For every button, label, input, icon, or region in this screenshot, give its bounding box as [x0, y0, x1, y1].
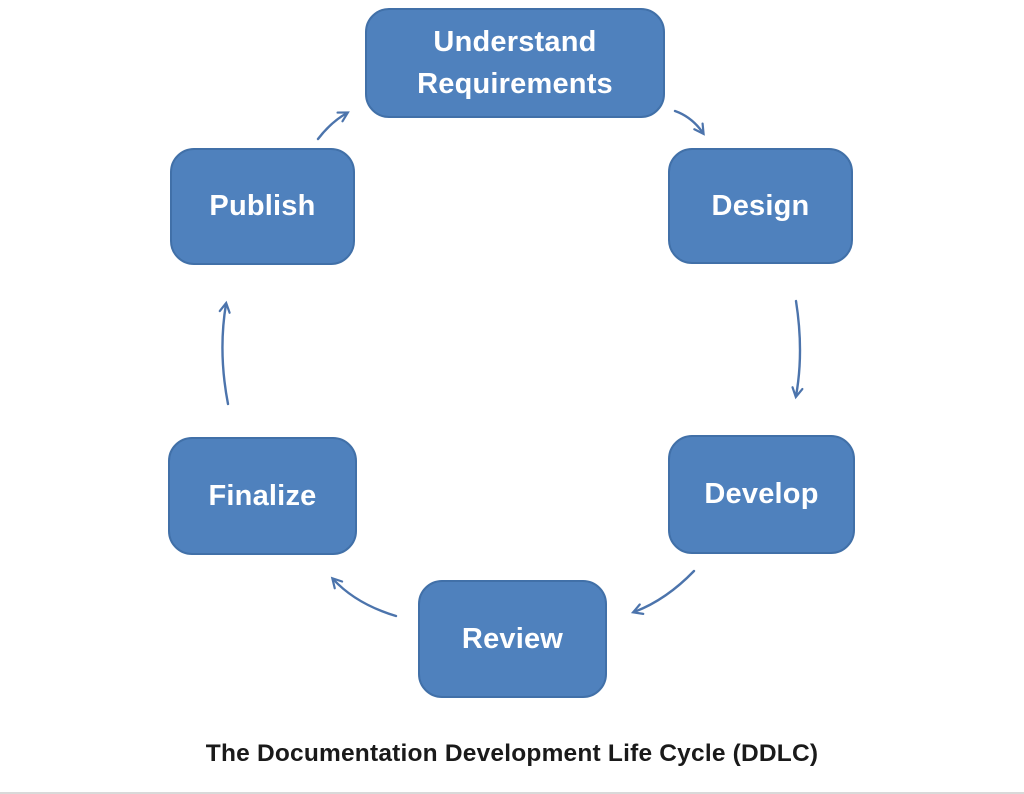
- node-understand-requirements: Understand Requirements: [365, 8, 665, 118]
- node-develop: Develop: [668, 435, 855, 554]
- arrow-review-to-finalize: [330, 576, 398, 618]
- arrow-develop-to-review: [630, 569, 696, 615]
- arrow-publish-to-understand-requirements: [316, 111, 350, 141]
- node-design: Design: [668, 148, 853, 264]
- node-finalize: Finalize: [168, 437, 357, 555]
- node-publish: Publish: [170, 148, 355, 265]
- bottom-divider: [0, 792, 1024, 794]
- node-review: Review: [418, 580, 607, 698]
- arrow-understand-requirements-to-design: [673, 109, 705, 136]
- arrow-finalize-to-publish: [218, 300, 231, 406]
- arrow-design-to-develop: [791, 299, 804, 400]
- diagram-title: The Documentation Development Life Cycle…: [205, 740, 819, 767]
